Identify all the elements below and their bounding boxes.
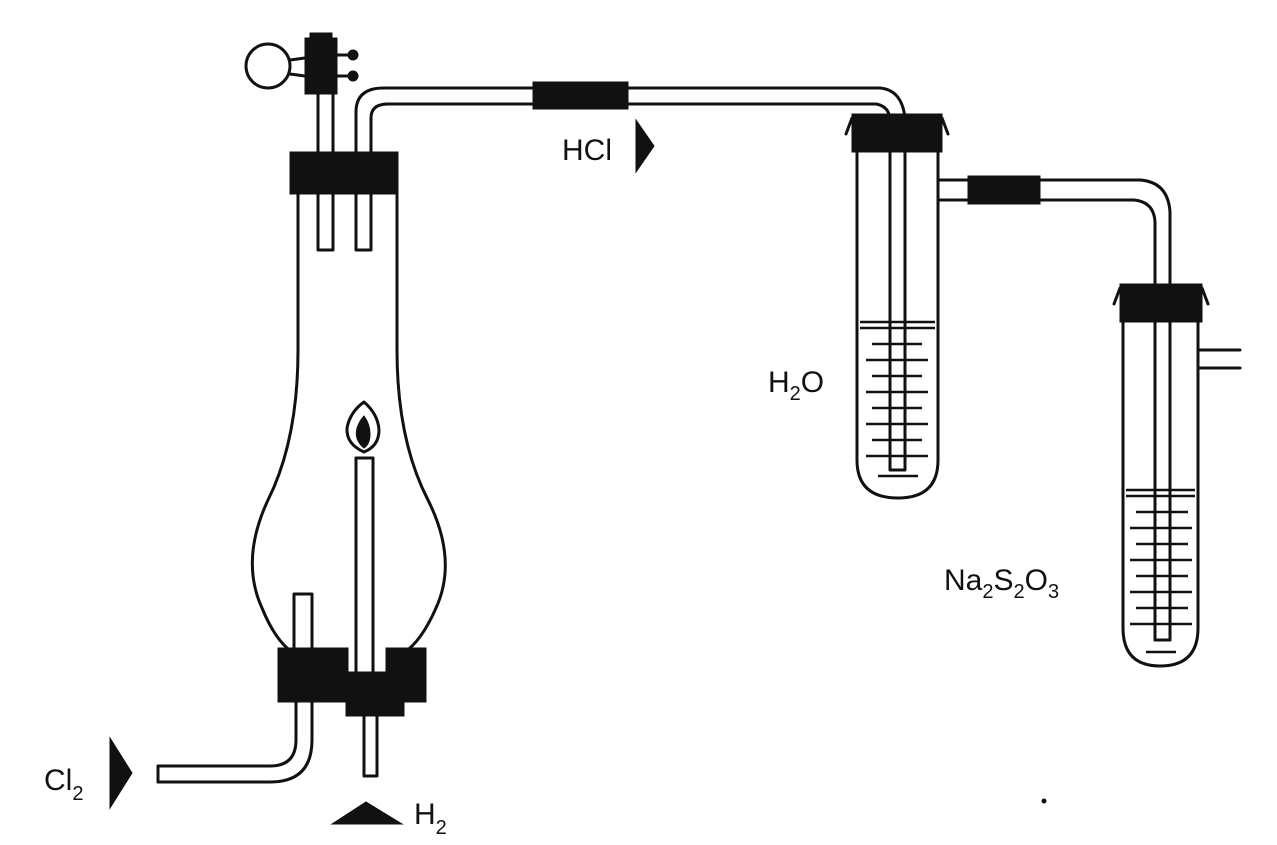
water-2 (1126, 488, 1195, 654)
hcl-label: HCl (562, 134, 612, 167)
water-1 (860, 320, 935, 478)
reaction-vessel (156, 32, 447, 784)
h2-jet-tube (354, 456, 375, 674)
stopcock-handle (244, 42, 292, 90)
bottom-stopper (277, 647, 427, 717)
delivery-tube-inner (369, 102, 892, 154)
rubber-connector-2 (967, 175, 1041, 205)
vessel-glass-right (395, 183, 447, 654)
rubber-connector-1 (532, 81, 629, 110)
stopcock-barrel (304, 37, 338, 95)
thiosulfate-label: Na2S2O3 (944, 564, 1059, 603)
test-tube-water (844, 113, 1172, 642)
vessel-glass-left (250, 183, 300, 654)
flame-outer (345, 400, 381, 454)
side-arm-1 (936, 178, 970, 202)
hcl-flow-arrow (635, 118, 655, 174)
side-arm-2 (1196, 348, 1242, 370)
h2-label: H2 (414, 798, 447, 839)
connecting-tube (1038, 178, 1172, 642)
stray-dot (1041, 798, 1047, 804)
test-tube-1-stopper (851, 113, 943, 153)
delivery-tube-outer (354, 86, 907, 154)
short-inner-tube (292, 592, 314, 650)
cl2-inlet-tube-inner (156, 700, 298, 768)
h2o-label: H2O (768, 366, 824, 405)
stopcock-tube (316, 90, 335, 154)
h2-flow-arrow (330, 801, 404, 825)
cl2-inlet-tube-outer (156, 700, 314, 784)
test-tube-2-glass (1121, 314, 1200, 668)
h2-inlet-tube (362, 714, 379, 778)
test-tube-2-stopper (1119, 283, 1203, 323)
test-tube-1-glass (855, 144, 940, 500)
test-tube-thiosulfate (1112, 283, 1242, 668)
stopcock (244, 32, 359, 95)
flame-core (355, 415, 371, 449)
cl2-label: Cl2 (44, 764, 83, 805)
hcl-delivery-tube (354, 81, 907, 472)
cl2-flow-arrow (109, 736, 133, 810)
top-stopper (289, 151, 399, 195)
inner-tube-left (316, 192, 335, 252)
inner-tube-right (354, 192, 373, 252)
